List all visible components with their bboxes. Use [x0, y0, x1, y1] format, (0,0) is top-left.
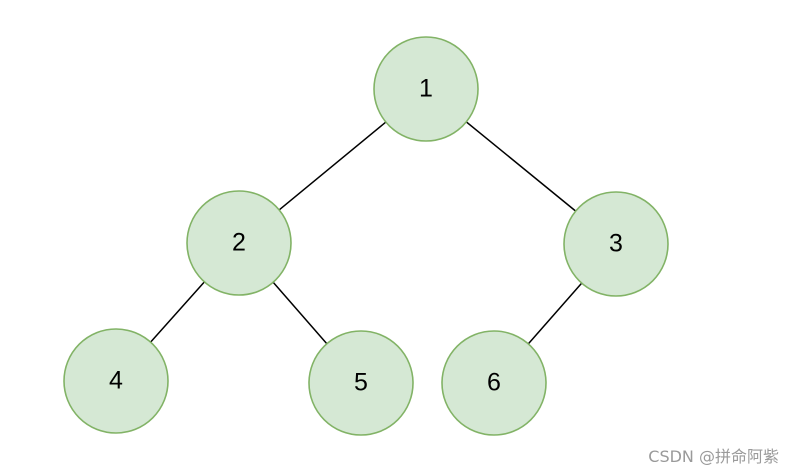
edges-layer — [150, 121, 583, 345]
tree-node-2: 2 — [186, 190, 292, 296]
watermark: CSDN @拼命阿紫 — [648, 447, 779, 466]
nodes-layer: 1 2 3 4 5 6 — [63, 36, 669, 436]
edge-n1-n2 — [278, 121, 387, 211]
node-circle — [373, 36, 479, 142]
edge-n2-n5 — [272, 281, 328, 345]
edge-n3-n6 — [527, 282, 583, 345]
tree-node-4: 4 — [63, 328, 169, 434]
node-circle — [308, 330, 414, 436]
node-circle — [186, 190, 292, 296]
node-label: 5 — [354, 369, 368, 397]
tree-node-5: 5 — [308, 330, 414, 436]
edge-n2-n4 — [150, 281, 205, 343]
node-label: 2 — [232, 229, 246, 257]
node-circle — [63, 328, 169, 434]
node-label: 1 — [419, 75, 433, 103]
node-circle — [563, 191, 669, 297]
tree-node-1: 1 — [373, 36, 479, 142]
node-label: 4 — [109, 367, 123, 395]
node-label: 3 — [609, 230, 623, 258]
node-label: 6 — [487, 369, 501, 397]
tree-node-6: 6 — [441, 330, 547, 436]
tree-node-3: 3 — [563, 191, 669, 297]
edge-n1-n3 — [465, 121, 577, 212]
node-circle — [441, 330, 547, 436]
